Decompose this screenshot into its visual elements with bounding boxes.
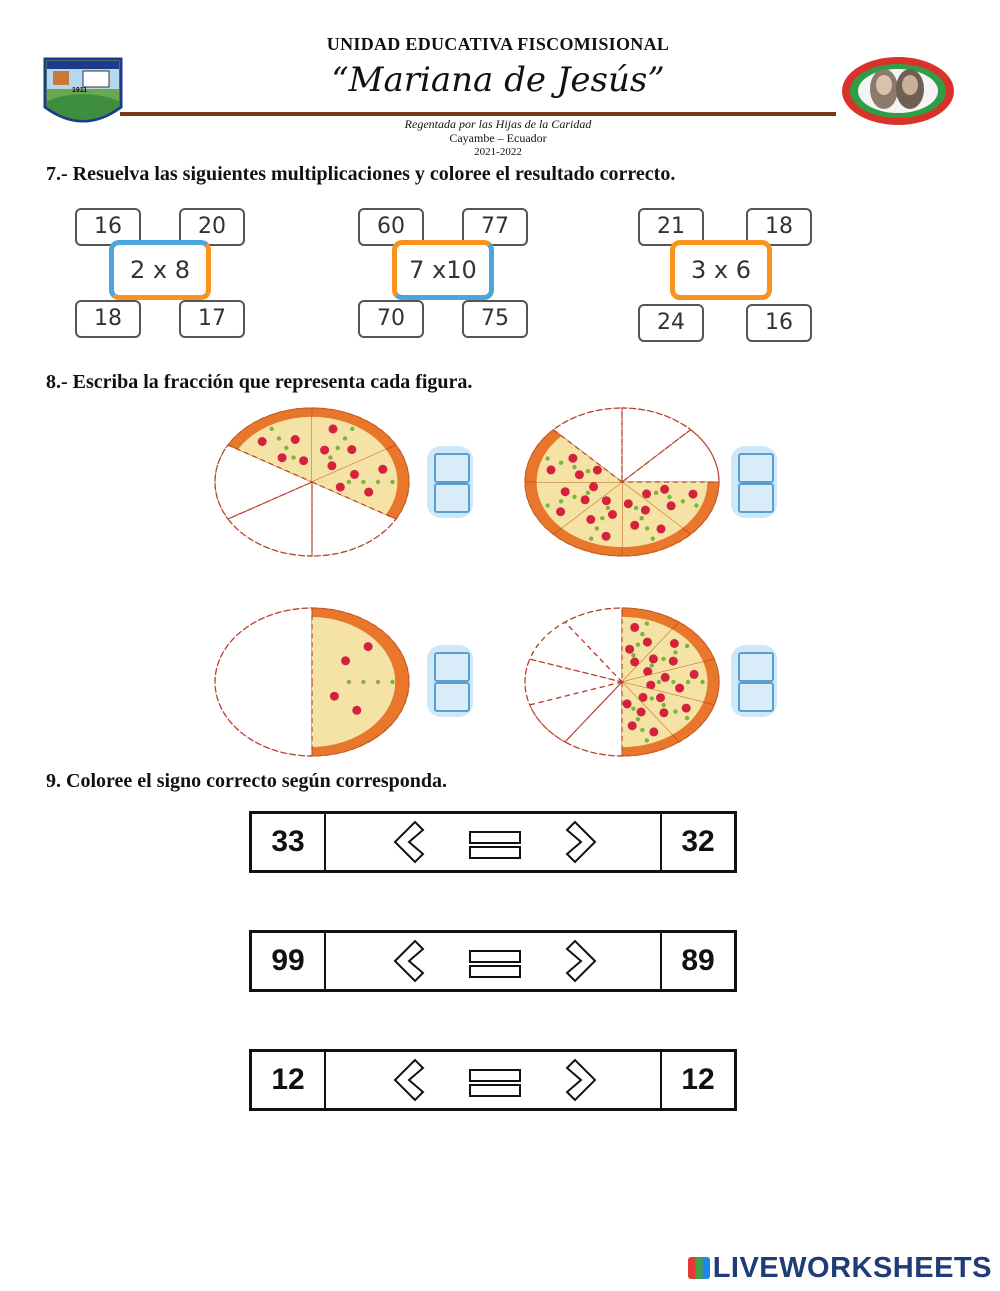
pizza-topping [312,449,398,515]
less-than-sign[interactable] [393,939,425,983]
right-number: 89 [660,933,734,989]
right-number: 12 [660,1052,734,1108]
pizza-topping [312,616,396,748]
equals-sign[interactable] [469,831,521,859]
pizza-topping [238,416,312,482]
question-9-title: 9. Coloree el signo correcto según corre… [46,770,448,792]
pizza-topping [536,436,622,482]
left-number: 33 [252,814,326,870]
multiplication-problem-1: 16 20 18 17 2 x 8 [75,208,247,340]
right-number: 32 [660,814,734,870]
numerator-input[interactable] [738,652,774,682]
crest-year: 1911 [72,87,88,94]
pizza-topping [622,616,673,682]
multiplication-expression: 3 x 6 [670,240,772,300]
greater-than-sign[interactable] [565,820,597,864]
question-8-title: 8.- Escriba la fracción que representa c… [46,371,473,393]
pizza-fraction-figure [212,604,412,758]
pizza-topping [536,482,622,528]
multiplication-expression: 2 x 8 [109,240,211,300]
denominator-input[interactable] [738,682,774,712]
pizza-slice-empty [564,607,623,684]
pizza-topping [622,661,708,703]
pizza-slice-empty [311,481,397,557]
question-7-title: 7.- Resuelva las siguientes multiplicaci… [46,163,676,185]
regency-line: Regentada por las Hijas de la Caridad [404,117,592,131]
answer-option-60[interactable]: 60 [358,208,424,246]
location-line: Cayambe – Ecuador [449,131,547,145]
saints-portrait-logo [840,55,956,127]
fraction-answer [427,446,473,518]
left-number: 12 [252,1052,326,1108]
less-than-sign[interactable] [393,820,425,864]
denominator-input[interactable] [434,483,470,513]
pizza-fraction-figure [212,404,412,558]
pizza-topping [622,482,708,528]
denominator-input[interactable] [738,483,774,513]
pizza-slice-empty [528,680,624,743]
multiplication-expression: 7 x10 [392,240,494,300]
numerator-input[interactable] [434,453,470,483]
answer-option-16[interactable]: 16 [746,304,812,342]
pizza-fraction-figure [522,604,722,758]
denominator-input[interactable] [434,682,470,712]
pizza-slice-empty [227,481,313,557]
pizza-slice-empty [620,428,720,483]
less-than-sign[interactable] [393,1058,425,1102]
comparison-row: 99 89 [249,930,737,992]
pizza-topping [312,416,386,482]
answer-option-16[interactable]: 16 [75,208,141,246]
pizza-slice-empty [524,658,623,706]
pizza-topping [622,682,673,748]
answer-option-18[interactable]: 18 [75,300,141,338]
answer-option-18[interactable]: 18 [746,208,812,246]
answer-option-17[interactable]: 17 [179,300,245,338]
fraction-answer [427,645,473,717]
liveworksheets-logo: LIVEWORKSHEETS [687,1252,992,1285]
pizza-topping [561,482,622,548]
institution-title: UNIDAD EDUCATIVA FISCOMISIONAL [326,34,670,54]
answer-option-24[interactable]: 24 [638,304,704,342]
answer-option-75[interactable]: 75 [462,300,528,338]
comparison-row: 33 32 [249,811,737,873]
greater-than-sign[interactable] [565,939,597,983]
pizza-topping [622,682,704,735]
pizza-slice-empty [564,680,623,757]
pizza-fraction-figure [522,404,722,558]
greater-than-sign[interactable] [565,1058,597,1102]
answer-option-77[interactable]: 77 [462,208,528,246]
brand-text: LIVEWORKSHEETS [712,1252,992,1284]
fraction-answer [731,645,777,717]
school-name: “Mariana de Jesús” [331,60,665,100]
numerator-input[interactable] [738,453,774,483]
pizza-slice-empty [214,444,314,520]
pizza-slice-empty [621,407,692,484]
multiplication-problem-3: 21 18 24 16 3 x 6 [638,208,812,342]
school-crest: 1911 [43,57,123,129]
multiplication-problem-2: 60 77 70 75 7 x10 [358,208,530,340]
pizza-slice-empty [528,621,624,684]
liveworksheets-icon [687,1257,710,1279]
pizza-slice-empty [214,607,313,757]
pizza-slice-empty [552,407,623,484]
fraction-answer [731,446,777,518]
answer-option-70[interactable]: 70 [358,300,424,338]
header-divider [120,112,836,116]
pizza-topping [622,629,704,682]
left-number: 99 [252,933,326,989]
pizza-topping [622,482,683,548]
equals-sign[interactable] [469,950,521,978]
school-period: 2021-2022 [474,146,522,158]
equals-sign[interactable] [469,1069,521,1097]
comparison-row: 12 12 [249,1049,737,1111]
answer-option-20[interactable]: 20 [179,208,245,246]
numerator-input[interactable] [434,652,470,682]
